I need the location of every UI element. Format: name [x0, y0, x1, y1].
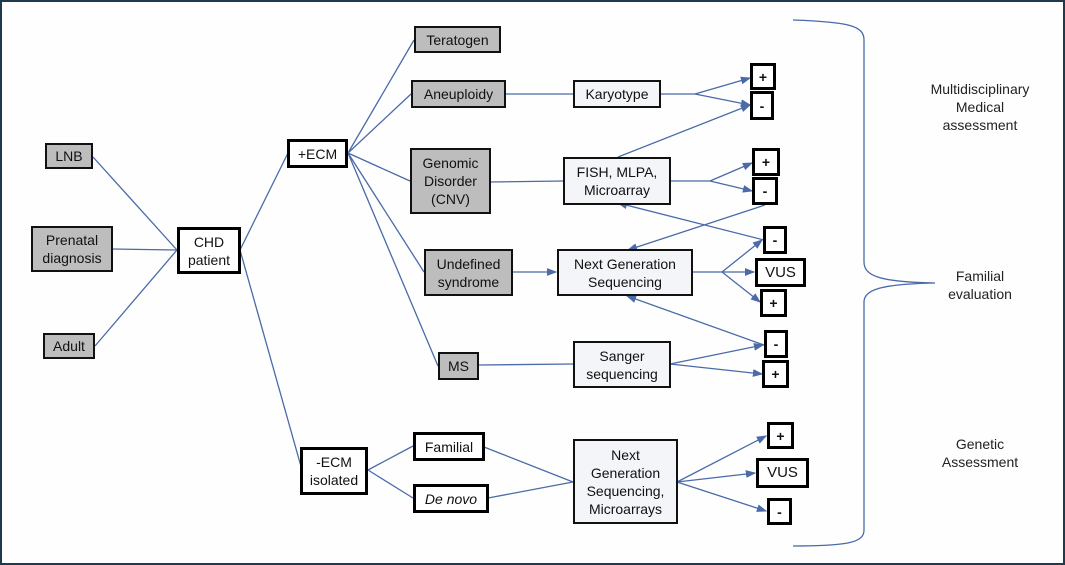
- line-ecm-genomic: [347, 152, 411, 182]
- arrow-fish-to-karyominus: [617, 104, 752, 158]
- branch-undefined-syndrome: Undefined syndrome: [424, 249, 513, 296]
- branch-de-novo: De novo: [413, 484, 489, 513]
- source-lnb: LNB: [45, 143, 93, 169]
- arrow-sanger-minus: [669, 343, 765, 365]
- result-fish-positive: +: [752, 148, 780, 176]
- line-chd-ecmpos: [239, 152, 289, 251]
- arrow-ngsminus-to-fish: [616, 201, 765, 241]
- result-ngs-vus: VUS: [755, 258, 806, 287]
- line-chd-ecmneg: [239, 249, 303, 471]
- arrow-ngsmicro-minus: [676, 481, 768, 512]
- branch-genomic-disorder: Genomic Disorder (CNV): [410, 148, 491, 214]
- arrow-karyotype-minus: [694, 93, 752, 108]
- line-ecmneg-familial: [367, 445, 414, 471]
- line-ecm-ms: [347, 152, 439, 367]
- line-genomic-fish: [489, 180, 564, 183]
- test-next-generation-sequencing: Next Generation Sequencing: [557, 249, 693, 296]
- test-sanger-sequencing: Sanger sequencing: [573, 341, 671, 388]
- result-ngs-positive: +: [760, 289, 787, 317]
- label-genetic-assessment: Genetic Assessment: [941, 436, 1019, 470]
- arrow-ngsmicro-plus: [676, 435, 768, 483]
- line-lnb-chd: [92, 156, 178, 251]
- arrow-fishminus-to-ngs: [626, 204, 766, 251]
- ecm-positive-node: +ECM: [287, 139, 348, 168]
- arrow-karyotype-plus: [694, 76, 752, 95]
- line-ms-sanger: [478, 363, 574, 366]
- test-ngs-microarrays: Next Generation Sequencing, Microarrays: [573, 439, 678, 524]
- label-familial-evaluation: Familial evaluation: [948, 268, 1012, 302]
- source-adult: Adult: [43, 333, 95, 359]
- line-adult-chd: [94, 249, 178, 347]
- result-sanger-positive: +: [762, 360, 789, 388]
- result-fish-negative: -: [752, 177, 778, 205]
- result-karyotype-negative: -: [750, 91, 774, 120]
- line-familial-ngsmicro: [483, 446, 574, 483]
- arrow-fish-plus: [709, 162, 754, 182]
- arrow-ngsmicro-vus: [676, 470, 757, 483]
- arrow-ngs-minus: [721, 239, 764, 273]
- branch-aneuploidy: Aneuploidy: [411, 80, 506, 108]
- line-ecm-undefined: [347, 152, 425, 273]
- test-karyotype: Karyotype: [573, 80, 661, 108]
- result-ngsmicro-vus: VUS: [756, 458, 809, 488]
- branch-familial: Familial: [413, 432, 485, 461]
- curly-brace: [792, 19, 936, 547]
- branch-teratogen: Teratogen: [414, 26, 501, 53]
- result-karyotype-positive: +: [750, 63, 776, 90]
- line-ecmneg-denovo: [367, 469, 414, 499]
- arrow-sangerminus-to-ngs: [625, 295, 765, 346]
- branch-ms: MS: [438, 352, 479, 380]
- chd-patient-node: CHD patient: [177, 227, 241, 274]
- result-sanger-negative: -: [764, 330, 788, 358]
- result-ngsmicro-negative: -: [767, 498, 792, 525]
- label-multidisciplinary-assessment: Multidisciplinary Medical assessment: [930, 81, 1030, 133]
- ecm-negative-node: -ECM isolated: [300, 447, 368, 495]
- line-denovo-ngsmicro: [487, 481, 574, 499]
- arrow-ngs-plus: [721, 271, 762, 303]
- line-ecm-teratogen: [347, 39, 415, 154]
- arrow-fish-minus: [709, 180, 754, 193]
- line-prenatal-chd: [112, 248, 178, 251]
- source-prenatal-diagnosis: Prenatal diagnosis: [31, 226, 113, 272]
- result-ngs-negative: -: [763, 226, 787, 254]
- arrow-sanger-plus: [669, 363, 764, 377]
- test-fish-mlpa-microarray: FISH, MLPA, Microarray: [563, 157, 671, 205]
- line-ecm-aneuploidy: [347, 93, 412, 154]
- result-ngsmicro-positive: +: [767, 422, 794, 449]
